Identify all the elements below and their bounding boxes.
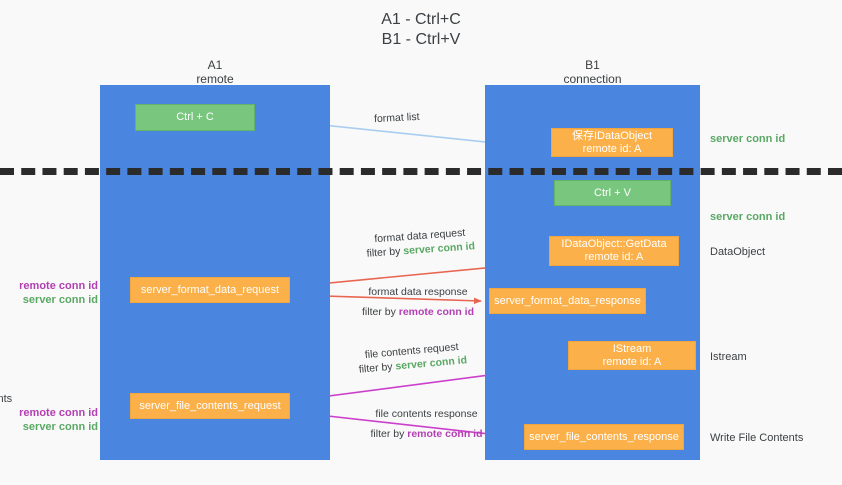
note-server-conn-id-top: server conn id xyxy=(710,133,786,145)
edge-label-format-list-text: format list xyxy=(373,110,420,126)
filter-value-remote-conn-id: remote conn id xyxy=(407,428,483,440)
note-read-file-contents: Read File Contents remote conn id server… xyxy=(0,392,98,434)
note-istream: Istream xyxy=(710,351,747,363)
box-ctrl-c[interactable]: Ctrl + C xyxy=(135,104,255,131)
box-server-file-contents-request[interactable]: server_file_contents_request xyxy=(130,393,290,419)
note-server-conn-id: server conn id xyxy=(22,421,98,433)
column-header-a1: A1 remote xyxy=(196,58,234,86)
filter-prefix: filter by xyxy=(358,360,396,376)
edge-label-file-contents-response-line1: file contents response xyxy=(375,408,478,420)
note-server-conn-id-mid: server conn id xyxy=(710,211,786,223)
note-remote-conn-id: remote conn id xyxy=(19,280,98,292)
note-remote-conn-id: remote conn id xyxy=(19,407,98,419)
edge-label-format-data-response-line1: format data response xyxy=(368,286,468,298)
diagram-title: A1 - Ctrl+C B1 - Ctrl+V xyxy=(381,11,461,48)
note-dataobject: DataObject xyxy=(710,246,766,258)
box-server-file-contents-response[interactable]: server_file_contents_response xyxy=(524,424,684,450)
filter-prefix: filter by xyxy=(370,428,408,440)
box-ctrl-v[interactable]: Ctrl + V xyxy=(554,180,671,206)
phase-divider xyxy=(0,168,842,175)
box-idataobject-getdata[interactable]: IDataObject::GetData remote id: A xyxy=(549,236,679,266)
box-server-format-data-response[interactable]: server_format_data_response xyxy=(489,288,646,314)
column-header-b1: B1 connection xyxy=(563,58,622,86)
filter-prefix: filter by xyxy=(366,245,404,260)
note-conn-ids-format: remote conn id server conn id xyxy=(12,279,98,307)
note-server-conn-id: server conn id xyxy=(22,294,98,306)
box-server-format-data-request[interactable]: server_format_data_request xyxy=(130,277,290,303)
edge-label-format-data-response-filter: filter by remote conn id xyxy=(338,305,498,319)
note-read-file-contents-heading: Read File Contents xyxy=(0,393,13,405)
box-save-idataobject[interactable]: 保存IDataObject remote id: A xyxy=(551,128,673,157)
filter-value-remote-conn-id: remote conn id xyxy=(398,306,475,318)
edge-label-format-data-response: format data response filter by remote co… xyxy=(338,285,498,319)
box-istream[interactable]: IStream remote id: A xyxy=(568,341,696,370)
filter-prefix: filter by xyxy=(361,306,399,318)
edge-label-file-contents-response: file contents response filter by remote … xyxy=(344,407,509,441)
edge-label-format-list: format list xyxy=(374,110,420,126)
note-write-file-contents: Write File Contents xyxy=(710,432,804,444)
edge-label-file-contents-response-filter: filter by remote conn id xyxy=(344,427,509,441)
